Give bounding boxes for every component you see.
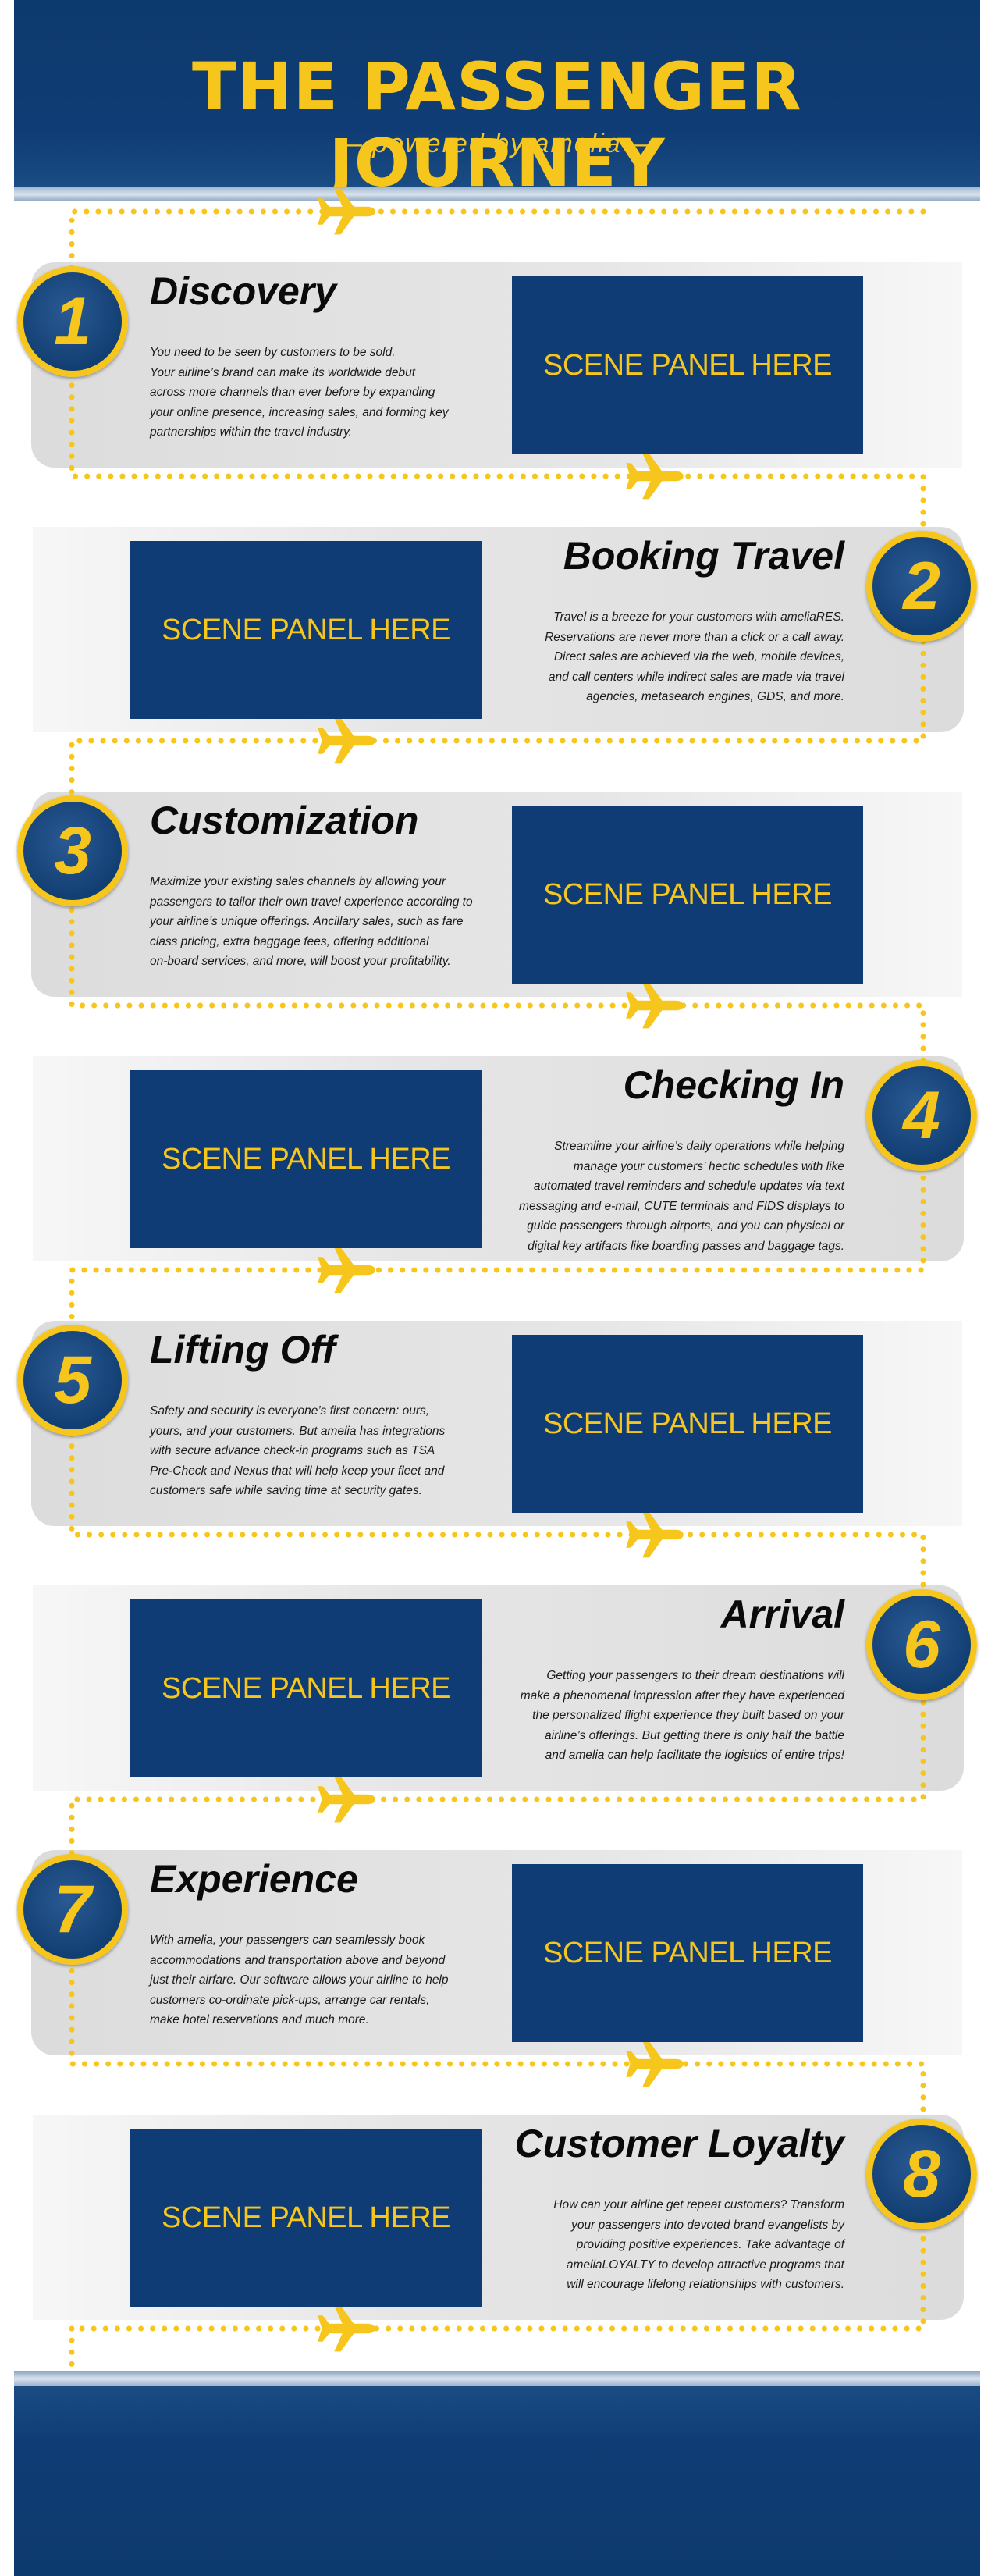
- description-line: Streamline your airline’s daily operatio…: [554, 1140, 844, 1153]
- description-line: and amelia can help facilitate the logis…: [545, 1749, 844, 1762]
- description-line: passengers to tailor their own travel ex…: [150, 895, 473, 909]
- description-line: You need to be seen by customers to be s…: [150, 346, 396, 359]
- step-description: Streamline your airline’s daily operatio…: [482, 1137, 844, 1256]
- step-number-badge: 2: [866, 531, 977, 642]
- scene-panel: SCENE PANEL HERE: [512, 1335, 863, 1513]
- description-line: Reservations are never more than a click…: [545, 630, 844, 644]
- step-number-badge: 8: [866, 2119, 977, 2229]
- scene-panel: SCENE PANEL HERE: [512, 1864, 863, 2042]
- description-line: yours, and your customers. But amelia ha…: [150, 1424, 446, 1438]
- step-title: Lifting Off: [150, 1328, 336, 1372]
- airplane-icon: [318, 717, 375, 764]
- description-line: airline’s offerings. But getting there i…: [545, 1728, 844, 1742]
- description-line: automated travel reminders and schedule …: [533, 1179, 844, 1193]
- description-line: Travel is a breeze for your customers wi…: [553, 610, 844, 624]
- footer-divider: [14, 2371, 980, 2386]
- step-description: Travel is a breeze for your customers wi…: [482, 607, 844, 707]
- description-line: with secure advance check-in programs su…: [150, 1444, 435, 1457]
- description-line: accommodations and transportation above …: [150, 1953, 446, 1967]
- description-line: guide passengers through airports, and y…: [527, 1219, 844, 1233]
- step-description: How can your airline get repeat customer…: [482, 2195, 844, 2295]
- step-number-badge: 4: [866, 1060, 977, 1171]
- airplane-icon: [318, 2305, 375, 2352]
- scene-panel: SCENE PANEL HERE: [512, 276, 863, 454]
- page-subtitle: — powered by amelia —: [335, 129, 659, 158]
- header-banner: THE PASSENGER JOURNEY — powered by ameli…: [14, 0, 980, 201]
- description-line: Direct sales are achieved via the web, m…: [553, 650, 844, 664]
- step-title: Experience: [150, 1857, 358, 1901]
- description-line: Getting your passengers to their dream d…: [546, 1669, 844, 1682]
- description-line: Maximize your existing sales channels by…: [150, 875, 446, 888]
- step-title: Arrival: [720, 1592, 844, 1636]
- step-title: Customization: [150, 799, 419, 842]
- step-number-badge: 7: [17, 1854, 128, 1965]
- step-title: Checking In: [623, 1063, 844, 1107]
- step-description: Safety and security is everyone’s first …: [150, 1401, 517, 1501]
- header-divider: [14, 187, 980, 201]
- airplane-icon: [318, 1776, 375, 1823]
- scene-panel: SCENE PANEL HERE: [130, 1070, 482, 1248]
- description-line: your passengers into devoted brand evang…: [571, 2218, 844, 2232]
- description-line: the personalized flight experience they …: [532, 1709, 844, 1722]
- description-line: Safety and security is everyone’s first …: [150, 1404, 430, 1418]
- step-description: Getting your passengers to their dream d…: [482, 1666, 844, 1766]
- step-number-badge: 5: [17, 1325, 128, 1436]
- airplane-icon: [626, 1511, 684, 1558]
- airplane-icon: [626, 453, 684, 500]
- scene-panel: SCENE PANEL HERE: [130, 541, 482, 719]
- step-number-badge: 3: [17, 795, 128, 906]
- footer-banner: [14, 2386, 980, 2576]
- description-line: partnerships within the travel industry.: [150, 425, 353, 439]
- description-line: agencies, metasearch engines, GDS, and m…: [586, 690, 844, 703]
- airplane-icon: [318, 188, 375, 235]
- description-line: messaging and e-mail, CUTE terminals and…: [519, 1199, 844, 1213]
- step-title: Discovery: [150, 269, 337, 313]
- description-line: providing positive experiences. Take adv…: [576, 2238, 844, 2251]
- scene-panel: SCENE PANEL HERE: [512, 806, 863, 984]
- description-line: will encourage lifelong relationships wi…: [567, 2278, 844, 2291]
- description-line: make hotel reservations and much more.: [150, 2013, 369, 2026]
- description-line: just their airfare. Our software allows …: [150, 1973, 449, 1987]
- step-title: Customer Loyalty: [514, 2122, 844, 2165]
- dotted-route-line: [69, 198, 926, 2376]
- airplane-icon: [626, 982, 684, 1029]
- scene-panel: SCENE PANEL HERE: [130, 1599, 482, 1777]
- step-description: Maximize your existing sales channels by…: [150, 872, 517, 972]
- airplane-icon: [626, 2041, 684, 2087]
- step-description: With amelia, your passengers can seamles…: [150, 1930, 517, 2030]
- description-line: How can your airline get repeat customer…: [553, 2198, 844, 2211]
- description-line: digital key artifacts like boarding pass…: [528, 1239, 844, 1253]
- scene-panel: SCENE PANEL HERE: [130, 2129, 482, 2307]
- description-line: customers co-ordinate pick-ups, arrange …: [150, 1993, 430, 2007]
- description-line: With amelia, your passengers can seamles…: [150, 1934, 425, 1947]
- description-line: Your airline’s brand can make its worldw…: [150, 365, 416, 379]
- description-line: customers safe while saving time at secu…: [150, 1484, 422, 1497]
- airplane-icon: [318, 1247, 375, 1293]
- description-line: Pre-Check and Nexus that will help keep …: [150, 1464, 445, 1478]
- description-line: your airline’s unique offerings. Ancilla…: [150, 915, 464, 928]
- description-line: ameliaLOYALTY to develop attractive prog…: [566, 2258, 844, 2272]
- description-line: and call centers while indirect sales ar…: [548, 670, 844, 684]
- description-line: class pricing, extra baggage fees, offer…: [150, 934, 429, 948]
- step-title: Booking Travel: [563, 534, 844, 578]
- step-number-badge: 1: [17, 266, 128, 377]
- step-description: You need to be seen by customers to be s…: [150, 343, 517, 443]
- description-line: make a phenomenal impression after they …: [520, 1688, 844, 1703]
- description-line: on-board services, and more, will boost …: [150, 955, 451, 968]
- description-line: across more channels than ever before by…: [150, 386, 435, 399]
- step-number-badge: 6: [866, 1589, 977, 1700]
- description-line: manage your customers’ hectic schedules …: [573, 1159, 844, 1173]
- description-line: your online presence, increasing sales, …: [150, 405, 449, 419]
